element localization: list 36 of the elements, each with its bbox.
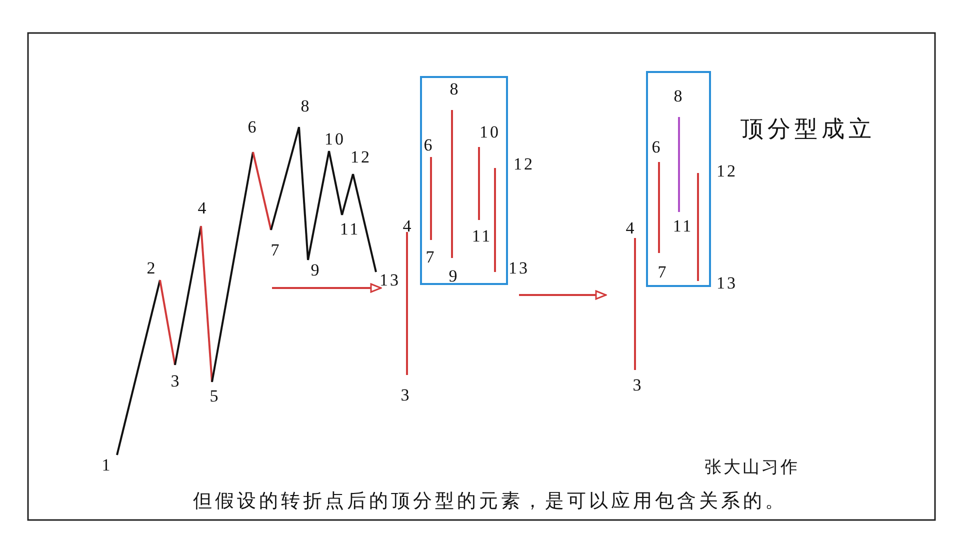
heading-text: 顶分型成立 [740,118,876,142]
point-number: 4 [402,218,414,234]
point-number: 7 [658,264,668,280]
point-number: 3 [400,386,412,404]
point-number: 8 [300,98,312,114]
point-number: 13 [508,260,530,276]
point-number: 9 [448,268,460,284]
point-number: 10 [480,124,500,140]
point-number: 12 [716,162,738,180]
point-number: 1 [102,456,112,474]
point-number: 11 [472,228,492,244]
point-number: 6 [652,138,662,156]
point-number: 7 [426,248,436,266]
point-number: 10 [324,130,346,148]
point-number: 12 [514,156,534,172]
caption: 但假设的转折点后的顶分型的元素，是可以应用包含关系的。 [193,490,787,512]
arrow [272,283,382,293]
point-number: 8 [674,88,684,104]
point-number: 3 [632,376,644,394]
point-number: 8 [450,80,460,98]
point-number: 6 [424,136,434,154]
point-number: 11 [672,218,694,234]
point-number: 4 [626,220,636,236]
point-number: 12 [350,148,372,166]
point-number: 7 [270,242,282,258]
point-number: 2 [146,260,158,276]
point-number: 3 [170,372,182,390]
point-number: 4 [198,200,208,216]
author-text: 张大山习作 [704,460,800,476]
arrow [519,290,607,300]
point-number: 5 [210,388,220,404]
point-number: 11 [340,220,360,238]
point-number: 13 [380,272,400,288]
point-number: 6 [248,118,258,136]
point-number: 9 [310,262,322,278]
point-number: 13 [716,274,738,292]
